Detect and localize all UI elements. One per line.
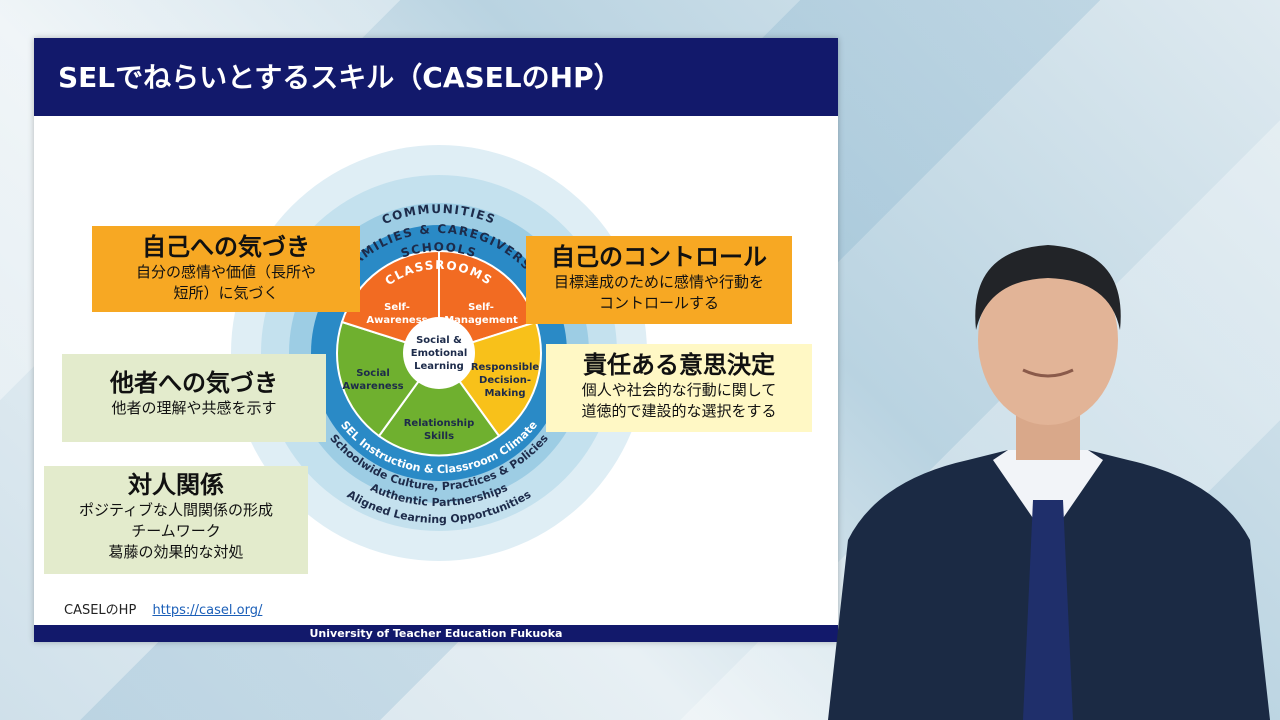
slide-title: SELでねらいとするスキル（CASELのHP） bbox=[58, 61, 622, 94]
box-self-awareness-head: 自己への気づき bbox=[142, 233, 310, 261]
box-social-awareness-head: 他者への気づき bbox=[110, 369, 278, 397]
source-caption: CASELのHP https://casel.org/ bbox=[64, 599, 262, 618]
seg-self-management-2: Management bbox=[444, 315, 518, 326]
box-self-management: 自己のコントロール 目標達成のために感情や行動を コントロールする bbox=[526, 236, 792, 324]
box-self-management-body2: コントロールする bbox=[598, 294, 719, 312]
box-self-awareness-body2: 短所）に気づく bbox=[173, 284, 279, 302]
box-responsible-body2: 道徳的で建設的な選択をする bbox=[581, 402, 777, 420]
box-self-awareness: 自己への気づき 自分の感情や価値（長所や 短所）に気づく bbox=[92, 226, 360, 312]
box-responsible-head: 責任ある意思決定 bbox=[583, 351, 775, 379]
seg-self-awareness-2: Awareness bbox=[366, 315, 427, 326]
box-responsible-body1: 個人や社会的な行動に関して bbox=[581, 381, 777, 399]
box-relationship-body2: チームワーク bbox=[131, 522, 221, 540]
slide-title-bar: SELでねらいとするスキル（CASELのHP） bbox=[34, 38, 838, 116]
caption-label: CASELのHP bbox=[64, 603, 137, 618]
center-line-3: Learning bbox=[414, 361, 464, 372]
box-self-management-head: 自己のコントロール bbox=[551, 243, 767, 271]
box-relationship-body1: ポジティブな人間関係の形成 bbox=[78, 501, 274, 519]
segment-relationship-skills bbox=[377, 351, 501, 457]
box-self-awareness-body1: 自分の感情や価値（長所や bbox=[135, 263, 316, 281]
box-self-management-body1: 目標達成のために感情や行動を bbox=[553, 273, 764, 291]
seg-self-management-1: Self- bbox=[468, 302, 494, 313]
casel-link[interactable]: https://casel.org/ bbox=[152, 603, 263, 618]
center-circle bbox=[403, 317, 475, 389]
box-relationship-head: 対人関係 bbox=[128, 471, 224, 499]
seg-social-awareness-1: Social bbox=[356, 368, 390, 379]
seg-responsible-1: Responsible bbox=[471, 362, 540, 373]
seg-self-awareness-1: Self- bbox=[384, 302, 410, 313]
box-social-awareness-body1: 他者の理解や共感を示す bbox=[111, 399, 277, 417]
seg-relationship-1: Relationship bbox=[404, 418, 475, 429]
slide: SELでねらいとするスキル（CASELのHP） COMMUNITIES FAMI… bbox=[34, 38, 838, 642]
center-line-2: Emotional bbox=[411, 348, 468, 359]
box-social-awareness: 他者への気づき 他者の理解や共感を示す bbox=[62, 354, 326, 442]
footer-bar: University of Teacher Education Fukuoka bbox=[34, 625, 838, 642]
seg-social-awareness-2: Awareness bbox=[342, 381, 403, 392]
box-responsible: 責任ある意思決定 個人や社会的な行動に関して 道徳的で建設的な選択をする bbox=[546, 344, 812, 432]
box-relationship: 対人関係 ポジティブな人間関係の形成 チームワーク 葛藤の効果的な対処 bbox=[44, 466, 308, 574]
presenter-image bbox=[828, 245, 1270, 720]
seg-responsible-3: Making bbox=[484, 388, 525, 399]
center-line-1: Social & bbox=[416, 335, 462, 346]
seg-relationship-2: Skills bbox=[424, 431, 454, 442]
seg-responsible-2: Decision- bbox=[479, 375, 531, 386]
box-relationship-body3: 葛藤の効果的な対処 bbox=[108, 543, 244, 561]
